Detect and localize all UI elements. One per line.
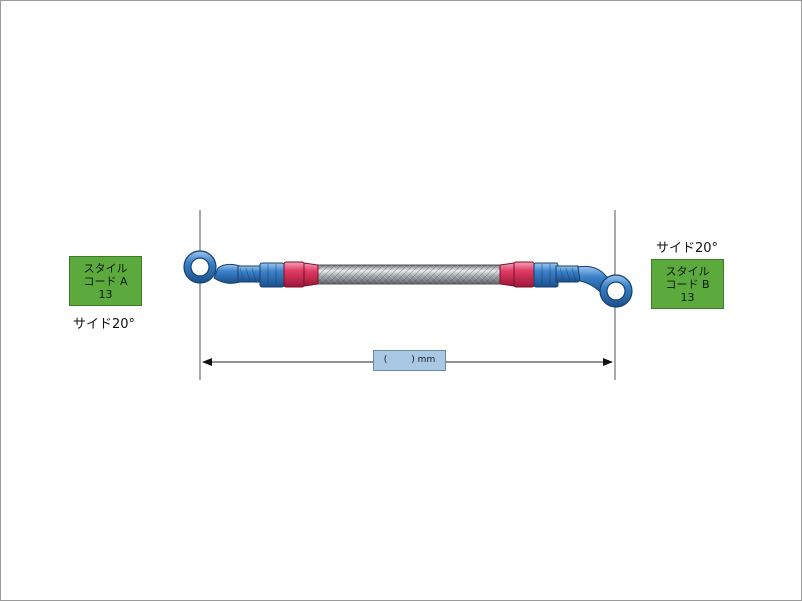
side-angle-a-label: サイド20° [73,317,136,332]
dimension-close-paren: ) [411,355,415,365]
length-dimension-box[interactable]: ( ) mm [373,350,446,371]
hose-end-fitting-icon [499,261,559,288]
braided-hose-icon [317,264,501,285]
style-a-line1: スタイル [83,261,128,275]
style-code-a-box: スタイル コード A 13 [69,256,142,306]
style-b-line1: スタイル [665,264,710,278]
style-a-line2: コード A [83,274,128,288]
banjo-fitting-icon [183,250,263,284]
hose-end-fitting-icon [259,261,319,288]
style-b-line2: コード B [665,277,710,291]
style-code-b-box: スタイル コード B 13 [651,259,724,309]
dimension-unit: mm [417,355,436,365]
dimension-open-paren: ( [383,355,388,365]
style-b-line3: 13 [680,290,695,304]
dimension-close-unit: ) mm [411,351,435,370]
style-a-line3: 13 [98,287,113,301]
banjo-fitting-icon [555,265,633,308]
side-angle-b-label: サイド20° [656,241,719,256]
